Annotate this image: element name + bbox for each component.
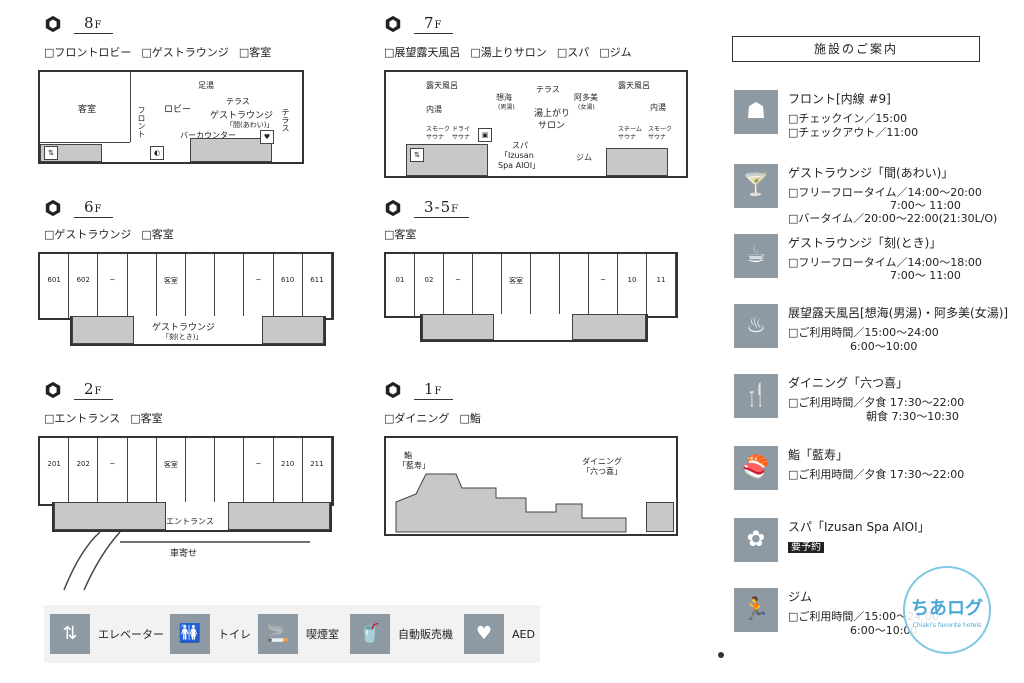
vending-icon: ▣ bbox=[478, 128, 492, 142]
page-dot bbox=[718, 652, 724, 658]
hexagon-logo-icon bbox=[385, 199, 401, 217]
floor-6f-core: ゲストラウンジ 「刻(とき)」 bbox=[70, 316, 326, 346]
floor-6f-header: 6F bbox=[44, 198, 113, 218]
dining-icon: 🍴 bbox=[734, 374, 778, 418]
elevator-icon: ⇅ bbox=[44, 146, 58, 160]
facilities-title: 施設のご案内 bbox=[732, 36, 980, 62]
room-cell bbox=[215, 438, 245, 504]
sushi-icon: 🍣 bbox=[734, 446, 778, 490]
driveway-lines bbox=[63, 531, 310, 591]
legend-vending: 🥤 自動販売機 bbox=[350, 613, 453, 655]
room-cell: 602 bbox=[69, 254, 99, 318]
floor-6f-title: 6F bbox=[74, 198, 113, 218]
floor-7f-legend: □展望露天風呂□湯上りサロン□スパ□ジム bbox=[384, 46, 632, 59]
hexagon-logo-icon bbox=[385, 381, 401, 399]
aed-icon: ♥ bbox=[260, 130, 274, 144]
reservation-required-badge: 要予約 bbox=[788, 542, 824, 553]
floor-2f-header: 2F bbox=[44, 380, 113, 400]
floor-8f-legend: □フロントロビー□ゲストラウンジ□客室 bbox=[44, 46, 272, 59]
room-cell: 11 bbox=[647, 254, 676, 316]
floor-3-5f-header: 3-5F bbox=[384, 198, 470, 218]
vending-icon: 🥤 bbox=[350, 614, 390, 654]
room-cell: ~ bbox=[244, 254, 274, 318]
room-cell bbox=[186, 254, 216, 318]
room-cell: 611 bbox=[303, 254, 332, 318]
floor-3-5f-legend: □客室 bbox=[384, 228, 417, 241]
floor-1f-title: 1F bbox=[414, 380, 453, 400]
room-cell: 211 bbox=[303, 438, 332, 504]
porch-label: 車寄せ bbox=[170, 549, 198, 559]
room-cell: ~ bbox=[589, 254, 618, 316]
legend-elevator: ⇅ エレベーター bbox=[50, 613, 164, 655]
toilet-icon: ◐ bbox=[150, 146, 164, 160]
room-cell: 02 bbox=[415, 254, 444, 316]
room-cell: ~ bbox=[444, 254, 473, 316]
room-cell: 610 bbox=[274, 254, 303, 318]
floor-8f-plan: 客室 フロント ロビー 足湯 テラス ゲストラウンジ 「間(あわい)」 バーカウ… bbox=[38, 70, 304, 164]
aed-icon: ♥ bbox=[464, 614, 504, 654]
floor-2f-core: エントランス bbox=[52, 502, 332, 532]
floor-8f-header: 8F bbox=[44, 14, 113, 34]
room-cell: 10 bbox=[618, 254, 647, 316]
room-cell: ~ bbox=[98, 438, 128, 504]
room-cell: 客室 bbox=[157, 438, 186, 504]
coffee-icon: ☕ bbox=[734, 234, 778, 278]
elevator-icon: ⇅ bbox=[50, 614, 90, 654]
room-cell bbox=[128, 438, 157, 504]
room-cell: ~ bbox=[244, 438, 274, 504]
smoking-icon: 🚬 bbox=[258, 614, 298, 654]
toilet-icon: 🚻 bbox=[170, 614, 210, 654]
floor-1f-header: 1F bbox=[384, 380, 453, 400]
hexagon-logo-icon bbox=[45, 199, 61, 217]
spa-bottle-icon: ✿ bbox=[734, 518, 778, 562]
legend-aed: ♥ AED bbox=[464, 613, 535, 655]
legend-smoking: 🚬 喫煙室 bbox=[258, 613, 339, 655]
room-cell bbox=[560, 254, 589, 316]
room-cell bbox=[215, 254, 245, 318]
floor-3-5f-title: 3-5F bbox=[414, 198, 470, 218]
room-cell: 202 bbox=[69, 438, 99, 504]
hexagon-logo-icon bbox=[45, 381, 61, 399]
floor-7f-title: 7F bbox=[414, 14, 453, 34]
hexagon-logo-icon bbox=[385, 15, 401, 33]
cocktail-icon: 🍸 bbox=[734, 164, 778, 208]
room-cell: 201 bbox=[40, 438, 70, 504]
room-cell: 客室 bbox=[502, 254, 531, 316]
room-cell bbox=[128, 254, 157, 318]
floor-8f-title: 8F bbox=[74, 14, 113, 34]
floor-3-5f-core bbox=[420, 314, 648, 342]
floor-7f-plan: 露天風呂 露天風呂 内湯 内湯 想海 (男湯) 阿多美 (女湯) テラス 湯上が… bbox=[384, 70, 688, 178]
room-cell: ~ bbox=[98, 254, 128, 318]
floor-1f-plan: 鮨 「藍寿」 ダイニング 「六つ喜」 bbox=[384, 436, 678, 536]
front-desk-icon: ☗ bbox=[734, 90, 778, 134]
hexagon-logo-icon bbox=[45, 15, 61, 33]
room-cell: 601 bbox=[40, 254, 70, 318]
treadmill-icon: 🏃 bbox=[734, 588, 778, 632]
legend-toilet: 🚻 トイレ bbox=[170, 613, 251, 655]
room-cell: 210 bbox=[274, 438, 303, 504]
elevator-icon: ⇅ bbox=[410, 148, 424, 162]
room-cell: 客室 bbox=[157, 254, 186, 318]
hot-spring-icon: ♨ bbox=[734, 304, 778, 348]
floor-7f-header: 7F bbox=[384, 14, 453, 34]
room-cell bbox=[186, 438, 216, 504]
floor-1f-legend: □ダイニング□鮨 bbox=[384, 412, 481, 425]
icon-legend: ⇅ エレベーター 🚻 トイレ 🚬 喫煙室 🥤 自動販売機 ♥ AED bbox=[44, 605, 540, 663]
room-cell bbox=[531, 254, 560, 316]
watermark-logo: ちあログ Chiaki's favorite hotels bbox=[903, 566, 991, 654]
floor-6f-legend: □ゲストラウンジ□客室 bbox=[44, 228, 174, 241]
room-cell: 01 bbox=[386, 254, 415, 316]
floor-2f-title: 2F bbox=[74, 380, 113, 400]
floor-2f-legend: □エントランス□客室 bbox=[44, 412, 163, 425]
room-cell bbox=[473, 254, 502, 316]
